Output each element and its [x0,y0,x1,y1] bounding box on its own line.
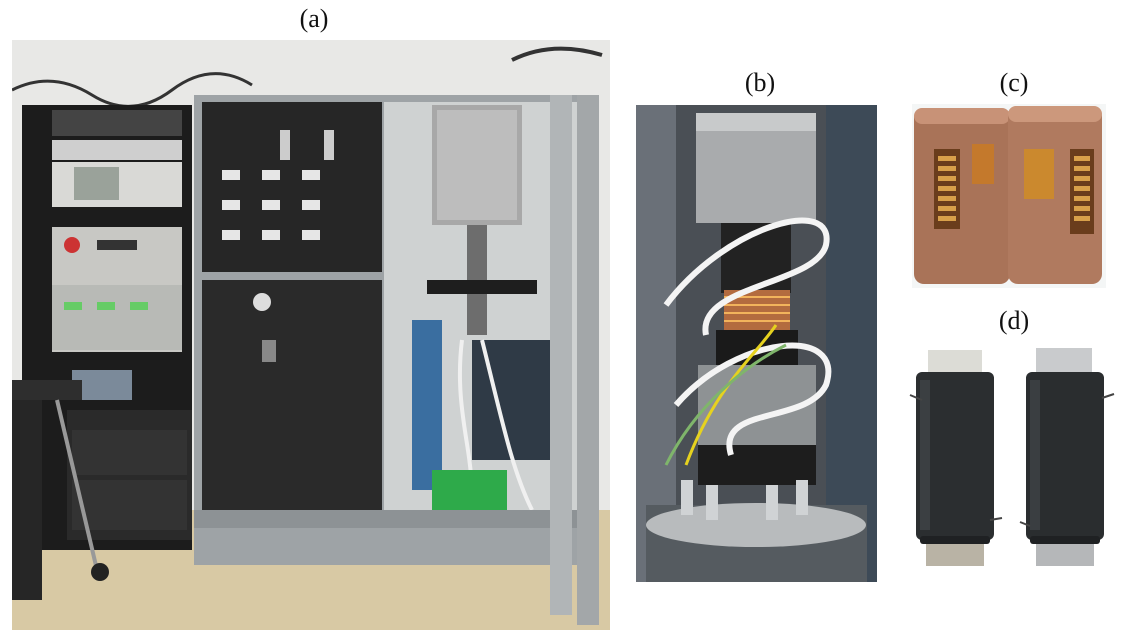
panel-c-label: (c) [999,68,1029,97]
panel-b-label: (b) [744,68,776,97]
photo-a-test-rig [12,40,610,630]
photo-b-specimen-closeup [636,105,877,582]
photo-d-jacketed-specimens [906,340,1118,572]
panel-a-label: (a) [299,4,329,33]
photo-c-copper-specimens [912,104,1106,288]
panel-d-label: (d) [998,306,1030,335]
